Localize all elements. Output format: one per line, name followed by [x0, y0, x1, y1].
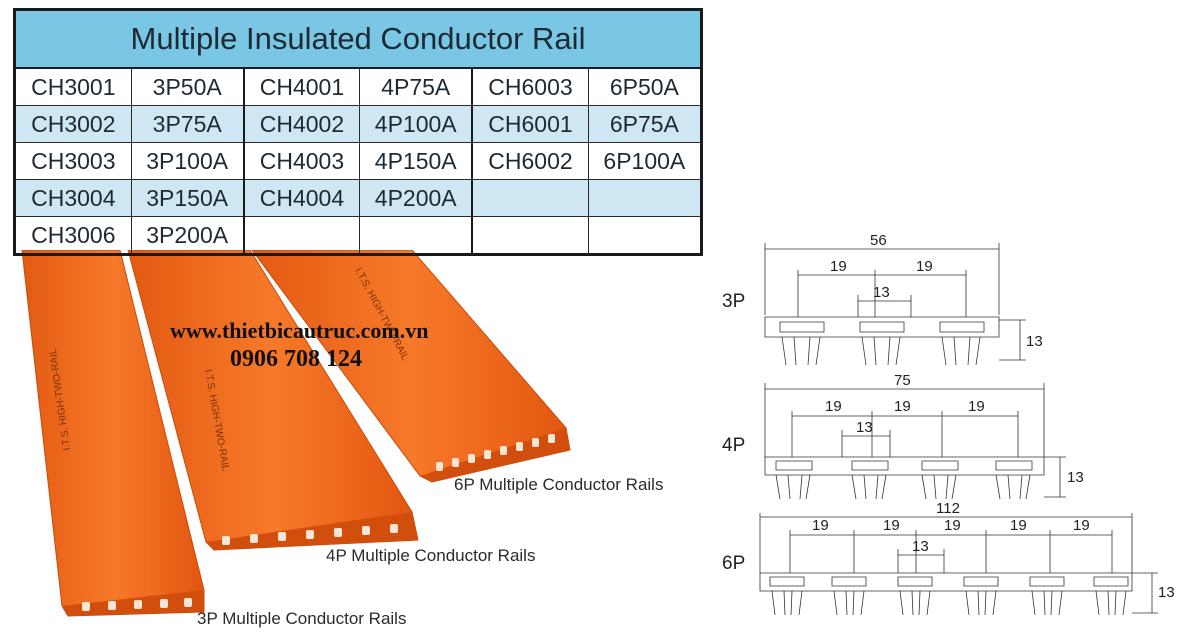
table-row: CH3002 3P75A CH4002 4P100A CH6001 6P75A — [14, 105, 703, 143]
rating-cell: 4P100A — [359, 105, 473, 143]
empty-cell — [587, 179, 703, 217]
rating-cell: 6P50A — [587, 67, 703, 106]
four-pole-pitch: 19 — [968, 398, 985, 415]
rating-cell: 3P100A — [130, 142, 245, 180]
dimension-drawings: 3P 56 19 19 13 13 4P 75 19 19 19 13 13 6… — [722, 232, 1175, 616]
three-pole-rail: I.T.S. HIGH-TWO-RAIL — [21, 250, 205, 617]
three-pole-label: 3P — [722, 291, 745, 312]
three-pole-pitch: 19 — [830, 258, 847, 275]
rating-cell: 6P100A — [587, 142, 703, 180]
empty-cell — [242, 216, 361, 255]
rating-cell: 4P75A — [359, 67, 473, 106]
model-code-cell: CH4002 — [242, 105, 361, 143]
six-pole-pitch: 19 — [944, 517, 961, 534]
model-code-cell: CH4001 — [242, 67, 361, 106]
empty-cell — [359, 216, 473, 255]
table-row: CH3004 3P150A CH4004 4P200A — [14, 179, 703, 217]
four-pole-height: 13 — [1067, 469, 1084, 486]
three-pole-pitch: 19 — [916, 258, 933, 275]
table-row: CH3003 3P100A CH4003 4P150A CH6002 6P100… — [14, 142, 703, 180]
four-pole-slot-width: 13 — [856, 419, 873, 436]
six-pole-caption: 6P Multiple Conductor Rails — [454, 475, 664, 494]
model-code-cell: CH3004 — [14, 179, 132, 217]
four-pole-pitch: 19 — [825, 398, 842, 415]
model-code-cell: CH3006 — [14, 216, 132, 255]
six-pole-pitch: 19 — [812, 517, 829, 534]
rating-cell: 3P200A — [130, 216, 245, 255]
rating-cell: 4P200A — [359, 179, 473, 217]
four-pole-pitch: 19 — [894, 398, 911, 415]
four-pole-label: 4P — [722, 435, 745, 456]
empty-cell — [471, 179, 589, 217]
rating-cell: 6P75A — [587, 105, 703, 143]
table-title: Multiple Insulated Conductor Rail — [13, 8, 703, 69]
three-pole-overall-width: 56 — [870, 232, 887, 249]
conductor-rail-spec-table: Multiple Insulated Conductor Rail CH3001… — [13, 8, 703, 256]
six-pole-pitch: 19 — [1010, 517, 1027, 534]
rating-cell: 3P150A — [130, 179, 245, 217]
model-code-cell: CH4003 — [242, 142, 361, 180]
four-pole-rail: I.T.S. HIGH-TWO-RAIL — [127, 250, 419, 551]
six-pole-pitch: 19 — [1073, 517, 1090, 534]
empty-cell — [471, 216, 589, 255]
rating-cell: 3P50A — [130, 67, 245, 106]
watermark-phone: 0906 708 124 — [230, 346, 362, 372]
six-pole-pitch: 19 — [883, 517, 900, 534]
six-pole-height: 13 — [1158, 584, 1175, 601]
three-pole-caption: 3P Multiple Conductor Rails — [197, 609, 407, 628]
model-code-cell: CH6002 — [471, 142, 589, 180]
conductor-rails-photo: I.T.S. HIGH-TWO-RAIL I.T.S. HIGH-TWO-RAI… — [21, 250, 571, 617]
model-code-cell: CH3002 — [14, 105, 132, 143]
three-pole-height: 13 — [1026, 333, 1043, 350]
model-code-cell: CH3003 — [14, 142, 132, 180]
six-pole-rail: I.T.S. HIGH-TWO-RAIL — [251, 250, 571, 483]
six-pole-overall-width: 112 — [936, 500, 960, 517]
empty-cell — [587, 216, 703, 255]
table-row: CH3006 3P200A — [14, 216, 703, 255]
rating-cell: 3P75A — [130, 105, 245, 143]
six-pole-label: 6P — [722, 553, 745, 574]
watermark-website: www.thietbicautruc.com.vn — [170, 318, 429, 343]
table-body: CH3001 3P50A CH4001 4P75A CH6003 6P50A C… — [14, 67, 703, 255]
four-pole-caption: 4P Multiple Conductor Rails — [326, 546, 536, 565]
model-code-cell: CH6001 — [471, 105, 589, 143]
rating-cell: 4P150A — [359, 142, 473, 180]
model-code-cell: CH3001 — [14, 67, 132, 106]
three-pole-slot-width: 13 — [873, 284, 890, 301]
four-pole-overall-width: 75 — [894, 372, 911, 389]
table-row: CH3001 3P50A CH4001 4P75A CH6003 6P50A — [14, 67, 703, 106]
six-pole-slot-width: 13 — [912, 538, 929, 555]
model-code-cell: CH6003 — [471, 67, 589, 106]
model-code-cell: CH4004 — [242, 179, 361, 217]
